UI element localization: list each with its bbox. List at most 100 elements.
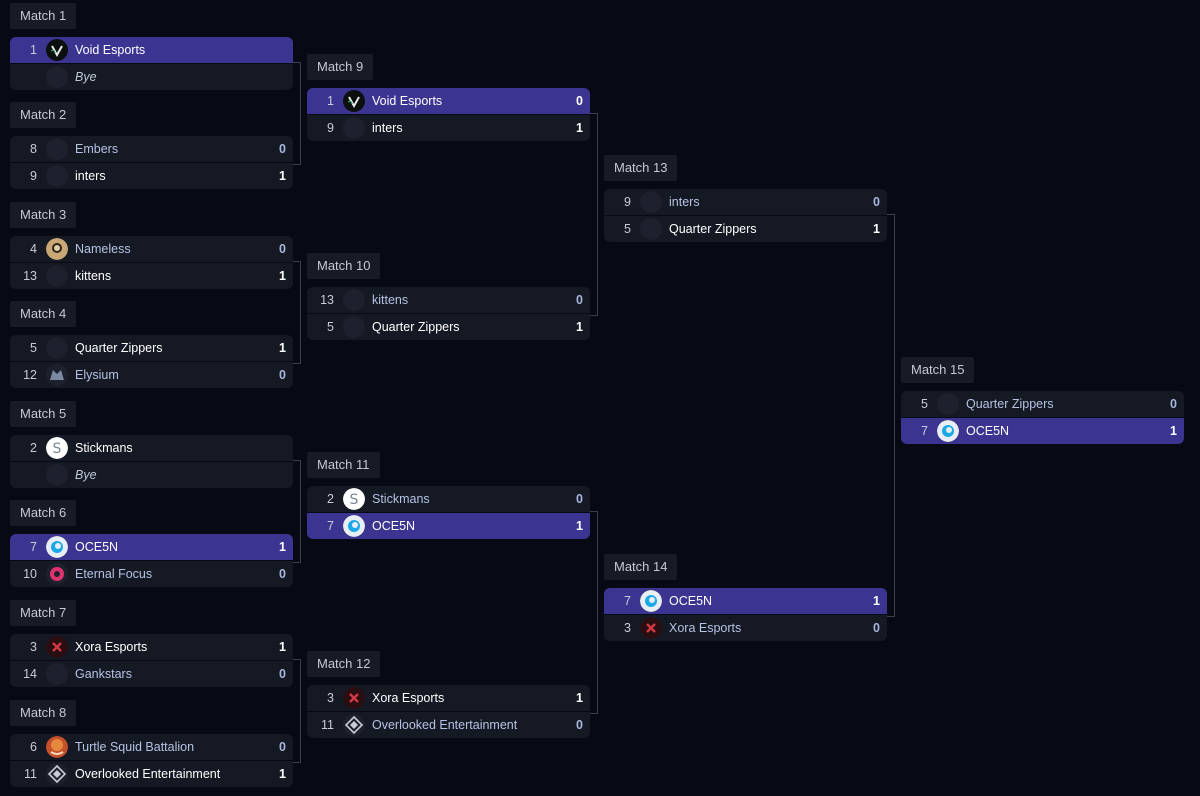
team-row-quarter-zippers[interactable]: 5 Quarter Zippers 0 xyxy=(901,391,1184,417)
team-name[interactable]: Eternal Focus xyxy=(75,567,153,581)
team-name[interactable]: Xora Esports xyxy=(75,640,148,654)
stickmans-logo-icon: S xyxy=(343,488,365,510)
team-name[interactable]: Void Esports xyxy=(372,94,443,108)
team-name[interactable]: kittens xyxy=(75,269,112,283)
team-score: 0 xyxy=(279,242,286,256)
team-seed: 3 xyxy=(327,691,334,705)
bracket-connector xyxy=(293,62,301,165)
oce5n-logo-icon xyxy=(640,590,662,612)
empty-logo-icon xyxy=(640,218,662,240)
team-seed: 9 xyxy=(327,121,334,135)
team-row-nameless[interactable]: 4 Nameless 0 xyxy=(10,236,293,262)
match-label: Match 14 xyxy=(604,554,678,580)
team-row-overlooked-entertainment[interactable]: 11 Overlooked Entertainment 1 xyxy=(10,761,293,787)
team-score: 1 xyxy=(279,767,286,781)
team-name[interactable]: kittens xyxy=(372,293,409,307)
team-name[interactable]: Nameless xyxy=(75,242,131,256)
team-name[interactable]: Xora Esports xyxy=(669,621,742,635)
empty-logo-icon xyxy=(343,289,365,311)
team-seed: 9 xyxy=(30,169,37,183)
team-name[interactable]: Embers xyxy=(75,142,119,156)
team-row-bye[interactable]: Bye xyxy=(10,64,293,90)
team-name[interactable]: OCE5N xyxy=(75,540,119,554)
team-name[interactable]: Quarter Zippers xyxy=(372,320,460,334)
team-name[interactable]: Quarter Zippers xyxy=(669,222,757,236)
overlooked-logo-icon xyxy=(46,763,68,785)
nameless-logo-icon xyxy=(46,238,68,260)
team-row-xora-esports[interactable]: 3 Xora Esports 1 xyxy=(307,685,590,711)
team-name[interactable]: Xora Esports xyxy=(372,691,445,705)
team-name[interactable]: Turtle Squid Battalion xyxy=(75,740,195,754)
team-score: 1 xyxy=(279,341,286,355)
team-score: 0 xyxy=(1170,397,1177,411)
team-seed: 11 xyxy=(24,767,37,781)
team-seed: 4 xyxy=(30,242,37,256)
team-name[interactable]: Gankstars xyxy=(75,667,132,681)
team-name[interactable]: Void Esports xyxy=(75,43,146,57)
match-label: Match 3 xyxy=(10,202,77,228)
team-seed: 9 xyxy=(624,195,631,209)
team-seed: 2 xyxy=(327,492,334,506)
team-name[interactable]: Elysium xyxy=(75,368,119,382)
team-name[interactable]: Overlooked Entertainment xyxy=(75,767,221,781)
team-score: 1 xyxy=(279,540,286,554)
team-seed: 13 xyxy=(23,269,37,283)
team-name[interactable]: Quarter Zippers xyxy=(966,397,1054,411)
team-seed: 5 xyxy=(327,320,334,334)
team-name[interactable]: OCE5N xyxy=(669,594,713,608)
team-row-quarter-zippers[interactable]: 5 Quarter Zippers 1 xyxy=(10,335,293,361)
team-name[interactable]: Quarter Zippers xyxy=(75,341,163,355)
team-name[interactable]: OCE5N xyxy=(966,424,1010,438)
team-name[interactable]: Overlooked Entertainment xyxy=(372,718,518,732)
team-name[interactable]: Stickmans xyxy=(75,441,133,455)
team-name[interactable]: Bye xyxy=(75,70,97,84)
eternal-focus-logo-icon xyxy=(46,563,68,585)
bracket-connector xyxy=(590,113,598,316)
team-score: 1 xyxy=(279,269,286,283)
team-score: 0 xyxy=(873,621,880,635)
overlooked-logo-icon xyxy=(343,714,365,736)
team-score: 1 xyxy=(576,691,583,705)
team-row-bye[interactable]: Bye xyxy=(10,462,293,488)
team-name[interactable]: Stickmans xyxy=(372,492,430,506)
team-row-quarter-zippers[interactable]: 5 Quarter Zippers 1 xyxy=(307,314,590,340)
team-seed: 5 xyxy=(30,341,37,355)
empty-logo-icon xyxy=(46,66,68,88)
elysium-logo-icon xyxy=(46,364,68,386)
team-name[interactable]: inters xyxy=(669,195,700,209)
team-seed: 5 xyxy=(921,397,928,411)
team-name[interactable]: inters xyxy=(372,121,403,135)
team-seed: 3 xyxy=(30,640,37,654)
team-row-kittens[interactable]: 13 kittens 1 xyxy=(10,263,293,289)
void-esports-logo-icon xyxy=(46,39,68,61)
team-name[interactable]: OCE5N xyxy=(372,519,416,533)
bracket-connector xyxy=(293,659,301,763)
team-name[interactable]: inters xyxy=(75,169,106,183)
team-name[interactable]: Bye xyxy=(75,468,97,482)
empty-logo-icon xyxy=(343,316,365,338)
team-score: 1 xyxy=(576,320,583,334)
team-score: 0 xyxy=(279,142,286,156)
